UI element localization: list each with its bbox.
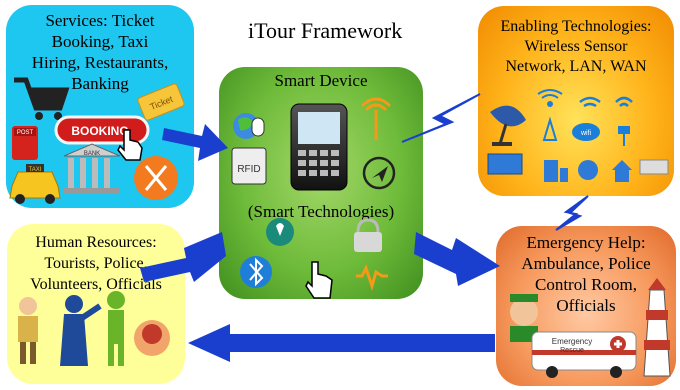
router-icon [615,96,633,107]
pulse-signal-icon [356,264,388,292]
booking-label: BOOKING [71,124,128,138]
ambulance-label: Emergency [552,337,592,346]
post-box-icon: POST [12,126,38,160]
cloud-wifi-icon: wifi [572,123,600,141]
building-icon [544,160,568,182]
hand-cursor-icon [117,129,143,161]
emergency-line: Emergency Help: [526,233,646,252]
wireless-link-to-smart [401,93,481,143]
modem-icon [639,159,669,175]
rfid-label: RFID [237,164,260,175]
taxi-icon: TAXI [9,164,61,204]
emergency-line: Officials [556,296,616,315]
restaurant-icon [134,156,178,200]
wireless-signal-icon [537,89,563,107]
services-line: Banking [71,74,129,93]
booking-button-icon: BOOKING [54,115,150,145]
arrow-emergency-to-human [188,324,495,362]
services-line: Hiring, Restaurants, [31,53,169,72]
globe-mouse-icon [233,113,265,139]
ambulance-icon: Emergency Rescue [531,331,637,378]
globe-network-icon [578,160,598,180]
police-icon [60,295,102,366]
enabling-line: Network, LAN, WAN [505,58,647,75]
bank-icon: BANK [63,143,121,194]
tourist-icon [18,297,38,364]
satellite-dish-icon [490,105,526,146]
map-pin-icon [266,218,294,246]
human-line: Tourists, Police, [44,255,148,272]
emergency-text: Emergency Help: Ambulance, Police Contro… [496,232,676,316]
enabling-text: Enabling Technologies: Wireless Sensor N… [478,17,674,77]
smart-heading: Smart Device [274,71,368,90]
diagram-title: iTour Framework [248,18,403,43]
antenna-signal-icon [360,97,392,140]
official-icon [134,320,170,356]
shopping-cart-icon [14,77,70,120]
taxi-label: TAXI [29,167,42,173]
rfid-icon: RFID [231,147,267,185]
lock-icon [354,218,382,252]
touch-gesture-icon [305,261,333,299]
human-text: Human Resources: Tourists, Police, Volun… [7,232,185,295]
human-line: Volunteers, Officials [30,276,162,293]
post-label: POST [17,130,34,136]
smart-subheading: (Smart Technologies) [247,202,395,221]
emergency-line: Ambulance, Police [521,254,651,273]
wifi-icon [579,96,601,108]
enabling-line: Wireless Sensor [524,38,628,55]
ambulance-sub-label: Rescue [560,347,584,354]
arrow-smart-to-emergency [414,232,500,286]
ticket-icon: Ticket [137,83,185,121]
network-switch-icon [487,153,523,175]
cell-tower-icon [542,116,558,141]
navigation-icon [362,156,396,190]
satellite-icon [618,126,630,146]
arrow-smart-to-human [140,232,226,282]
bluetooth-icon [240,256,272,288]
services-line: Booking, Taxi [51,32,149,51]
bank-label: BANK [84,151,100,157]
services-text: Services: Ticket Booking, Taxi Hiring, R… [6,10,194,94]
wireless-link-to-emergency [555,195,589,231]
smartphone-icon [290,103,348,191]
home-icon [612,160,632,182]
lighthouse-icon [643,278,671,377]
wifi-label: wifi [580,130,592,137]
enabling-line: Enabling Technologies: [500,18,652,35]
volunteer-icon [107,291,125,366]
police-officer-icon [510,294,538,342]
emergency-line: Control Room, [534,275,637,294]
human-line: Human Resources: [35,234,157,251]
services-line: Services: Ticket [45,11,155,30]
arrow-smart-to-services [162,124,228,161]
